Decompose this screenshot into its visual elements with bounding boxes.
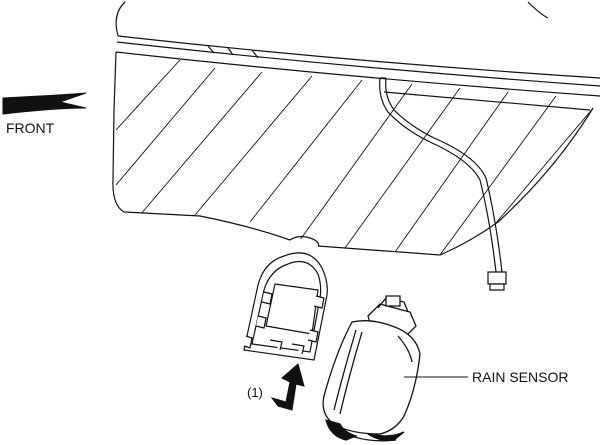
front-label: FRONT (6, 120, 55, 136)
front-arrow-icon (3, 93, 86, 114)
rain-sensor-unit (323, 296, 420, 441)
sensor-bracket (244, 253, 327, 360)
windshield (113, 2, 600, 255)
glass-hatching (116, 60, 604, 255)
rain-sensor-label: RAIN SENSOR (472, 369, 569, 385)
install-arrow-icon (272, 364, 304, 410)
step-number-label: (1) (247, 385, 263, 400)
harness-connector-icon (488, 272, 506, 290)
sensor-harness (380, 78, 502, 272)
